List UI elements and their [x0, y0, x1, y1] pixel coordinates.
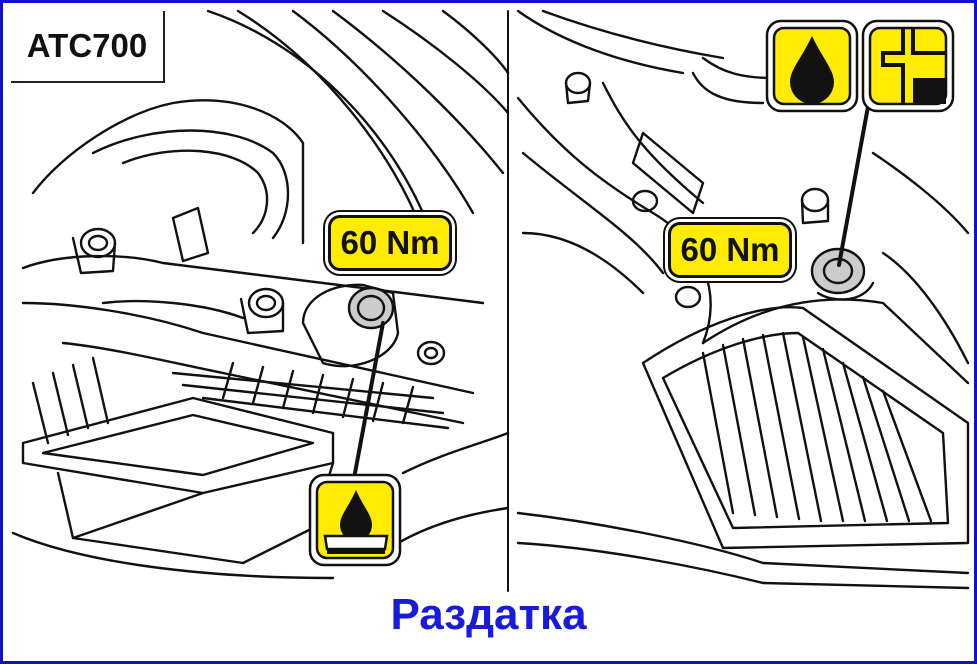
fill-level-icon — [861, 19, 955, 113]
torque-badge-right: 60 Nm — [668, 222, 792, 278]
bolt-right-1 — [564, 71, 592, 105]
model-label: ATC700 — [11, 11, 165, 83]
right-panel-drawing — [516, 9, 970, 590]
transmission-illustration — [11, 9, 970, 592]
torque-badge-left: 60 Nm — [328, 215, 452, 271]
bolt-left-2 — [239, 287, 285, 335]
bolt-left-3 — [416, 340, 446, 366]
bolt-right-2 — [631, 189, 659, 213]
caption: Раздатка — [390, 590, 587, 639]
bolt-right-3 — [674, 285, 702, 309]
bolt-right-4 — [800, 187, 830, 225]
sealant-drop-icon — [308, 473, 402, 567]
oil-drop-icon — [765, 19, 859, 113]
left-panel-drawing — [11, 9, 510, 580]
bolt-left-1 — [71, 227, 117, 275]
